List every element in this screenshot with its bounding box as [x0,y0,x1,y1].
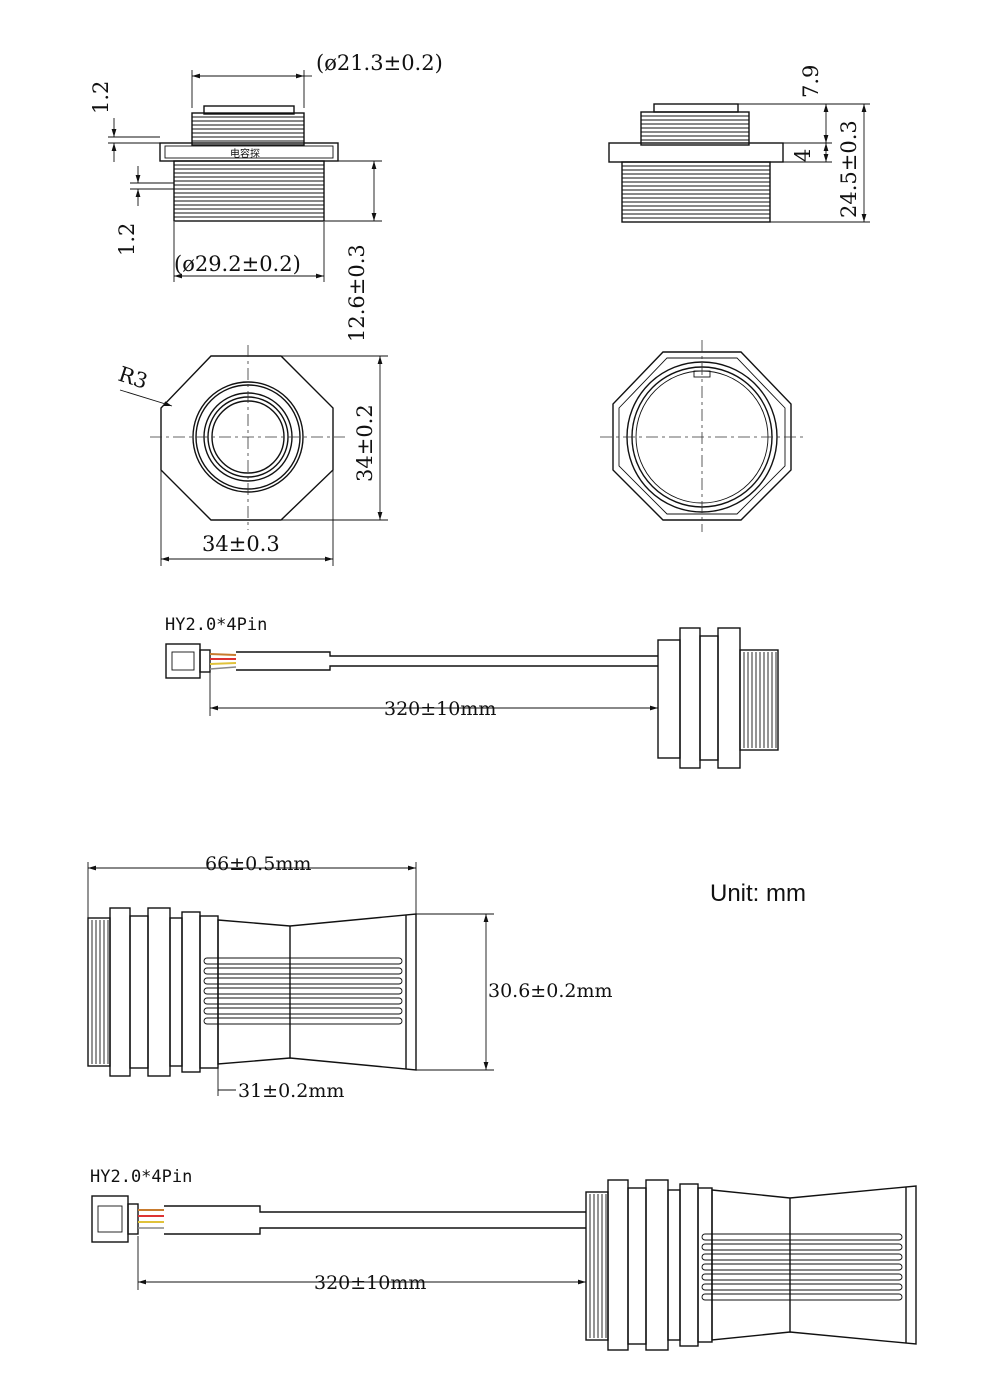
nut-marking: 电容探 [230,147,260,160]
cable-assembly-1: HY2.0*4Pin 320±10mm [165,615,779,769]
unit-note: Unit: mm [710,880,806,907]
dim-thickness-upper: 1.2 [89,81,113,114]
front-view-left: R3 34±0.2 34±0.3 [115,345,388,566]
dim-top-length: 7.9 [799,65,823,98]
connector-label-2: HY2.0*4Pin [90,1167,192,1187]
dim-hex-height: 34±0.2 [353,404,377,482]
dim-bottom-diameter: (ø29.2±0.2) [174,252,301,276]
dim-neck-diameter: 31±0.2mm [238,1080,344,1102]
side-view-right: 7.9 4 24.5±0.3 [608,65,870,223]
dim-thickness-lower: 1.2 [115,223,139,256]
front-view-right [600,340,805,532]
dim-cable-length: 320±10mm [384,698,496,720]
dim-horn-diameter: 30.6±0.2mm [488,980,612,1002]
connector-label: HY2.0*4Pin [165,615,267,635]
horn-side-view: 66±0.5mm 30.6±0.2mm 31±0.2mm [87,853,612,1102]
dim-corner-radius: R3 [115,362,150,394]
dim-hex-width: 34±0.3 [202,532,280,556]
dim-top-diameter: (ø21.3±0.2) [316,51,443,75]
dim-total-height: 24.5±0.3 [837,120,861,218]
side-view-left: 电容探 (ø21.3±0.2) (ø29.2±0.2) 1.2 1.2 12.6… [89,51,443,342]
dim-cable-length-2: 320±10mm [314,1272,426,1294]
dim-height: 12.6±0.3 [345,244,369,342]
dim-total-length: 66±0.5mm [205,853,311,875]
cable-assembly-2: HY2.0*4Pin 320±10mm [90,1167,917,1351]
dim-flange-thickness: 4 [791,149,815,162]
